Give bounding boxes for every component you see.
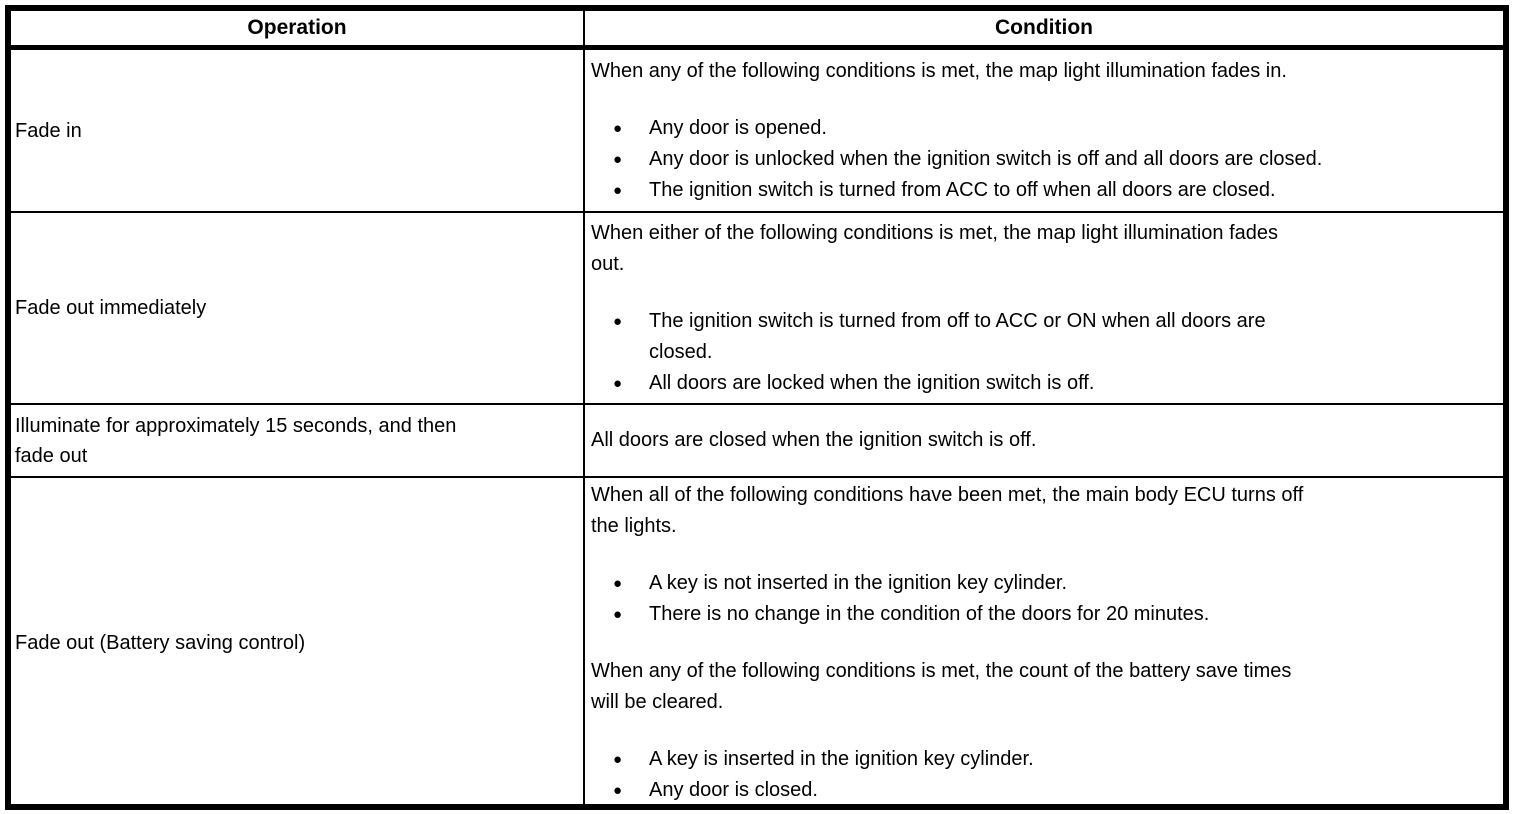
condition-bullet-list: ● The ignition switch is turned from off… (591, 306, 1493, 399)
bullet-icon: ● (613, 312, 623, 330)
list-item: ● Any door is closed. (613, 775, 1493, 806)
operation-condition-table: Operation Condition Fade in When any of … (5, 5, 1509, 810)
list-item: ● All doors are locked when the ignition… (613, 368, 1493, 399)
condition-intro-secondary: When any of the following conditions is … (591, 660, 1292, 713)
column-header-condition: Condition (583, 11, 1503, 45)
bullet-text: The ignition switch is turned from ACC t… (649, 178, 1276, 201)
bullet-icon: ● (613, 374, 623, 392)
bullet-text: A key is not inserted in the ignition ke… (649, 572, 1068, 594)
bullet-text: The ignition switch is turned from off t… (649, 309, 1266, 363)
operation-cell-fade-out-immediately: Fade out immediately (15, 297, 207, 319)
bullet-text: Any door is closed. (649, 779, 818, 801)
condition-cell-fade-out-immediately: When either of the following conditions … (583, 213, 1503, 403)
condition-bullet-list: ● A key is not inserted in the ignition … (591, 568, 1493, 630)
bullet-icon: ● (613, 150, 623, 168)
condition-bullet-list: ● A key is inserted in the ignition key … (591, 744, 1493, 806)
condition-cell-fade-in: When any of the following conditions is … (583, 50, 1503, 211)
bullet-icon: ● (613, 606, 623, 623)
column-header-operation: Operation (247, 16, 347, 39)
list-item: ● The ignition switch is turned from off… (613, 306, 1493, 368)
bullet-icon: ● (613, 782, 623, 799)
list-item: ● A key is not inserted in the ignition … (613, 568, 1493, 599)
bullet-text: Any door is opened. (649, 116, 827, 139)
bullet-icon: ● (613, 751, 623, 768)
condition-bullet-list: ● Any door is opened. ● Any door is unlo… (591, 113, 1493, 206)
table-row: Fade out (Battery saving control) When a… (11, 476, 1503, 808)
bullet-text: There is no change in the condition of t… (649, 603, 1210, 625)
condition-intro: All doors are closed when the ignition s… (591, 429, 1037, 451)
operation-cell-battery-saving: Fade out (Battery saving control) (15, 632, 306, 654)
bullet-icon: ● (613, 575, 623, 592)
bullet-icon: ● (613, 181, 623, 199)
operation-cell-fade-in: Fade in (15, 119, 82, 142)
list-item: ● Any door is unlocked when the ignition… (613, 144, 1493, 175)
table-header-row: Operation Condition (11, 11, 1503, 50)
list-item: ● A key is inserted in the ignition key … (613, 744, 1493, 775)
list-item: ● Any door is opened. (613, 113, 1493, 144)
table-row: Fade in When any of the following condit… (11, 50, 1503, 211)
bullet-text: All doors are locked when the ignition s… (649, 371, 1095, 394)
condition-intro: When all of the following conditions hav… (591, 484, 1304, 537)
table-row: Fade out immediately When either of the … (11, 211, 1503, 403)
condition-cell-illuminate-15s: All doors are closed when the ignition s… (583, 405, 1503, 476)
table-row: Illuminate for approximately 15 seconds,… (11, 403, 1503, 476)
condition-intro: When any of the following conditions is … (591, 59, 1287, 82)
bullet-text: Any door is unlocked when the ignition s… (649, 147, 1323, 170)
condition-intro: When either of the following conditions … (591, 221, 1279, 275)
list-item: ● There is no change in the condition of… (613, 599, 1493, 630)
operation-cell-illuminate-15s: Illuminate for approximately 15 seconds,… (15, 414, 457, 467)
condition-cell-battery-saving: When all of the following conditions hav… (583, 478, 1503, 808)
list-item: ● The ignition switch is turned from ACC… (613, 175, 1493, 206)
bullet-icon: ● (613, 119, 623, 137)
bullet-text: A key is inserted in the ignition key cy… (649, 748, 1034, 770)
